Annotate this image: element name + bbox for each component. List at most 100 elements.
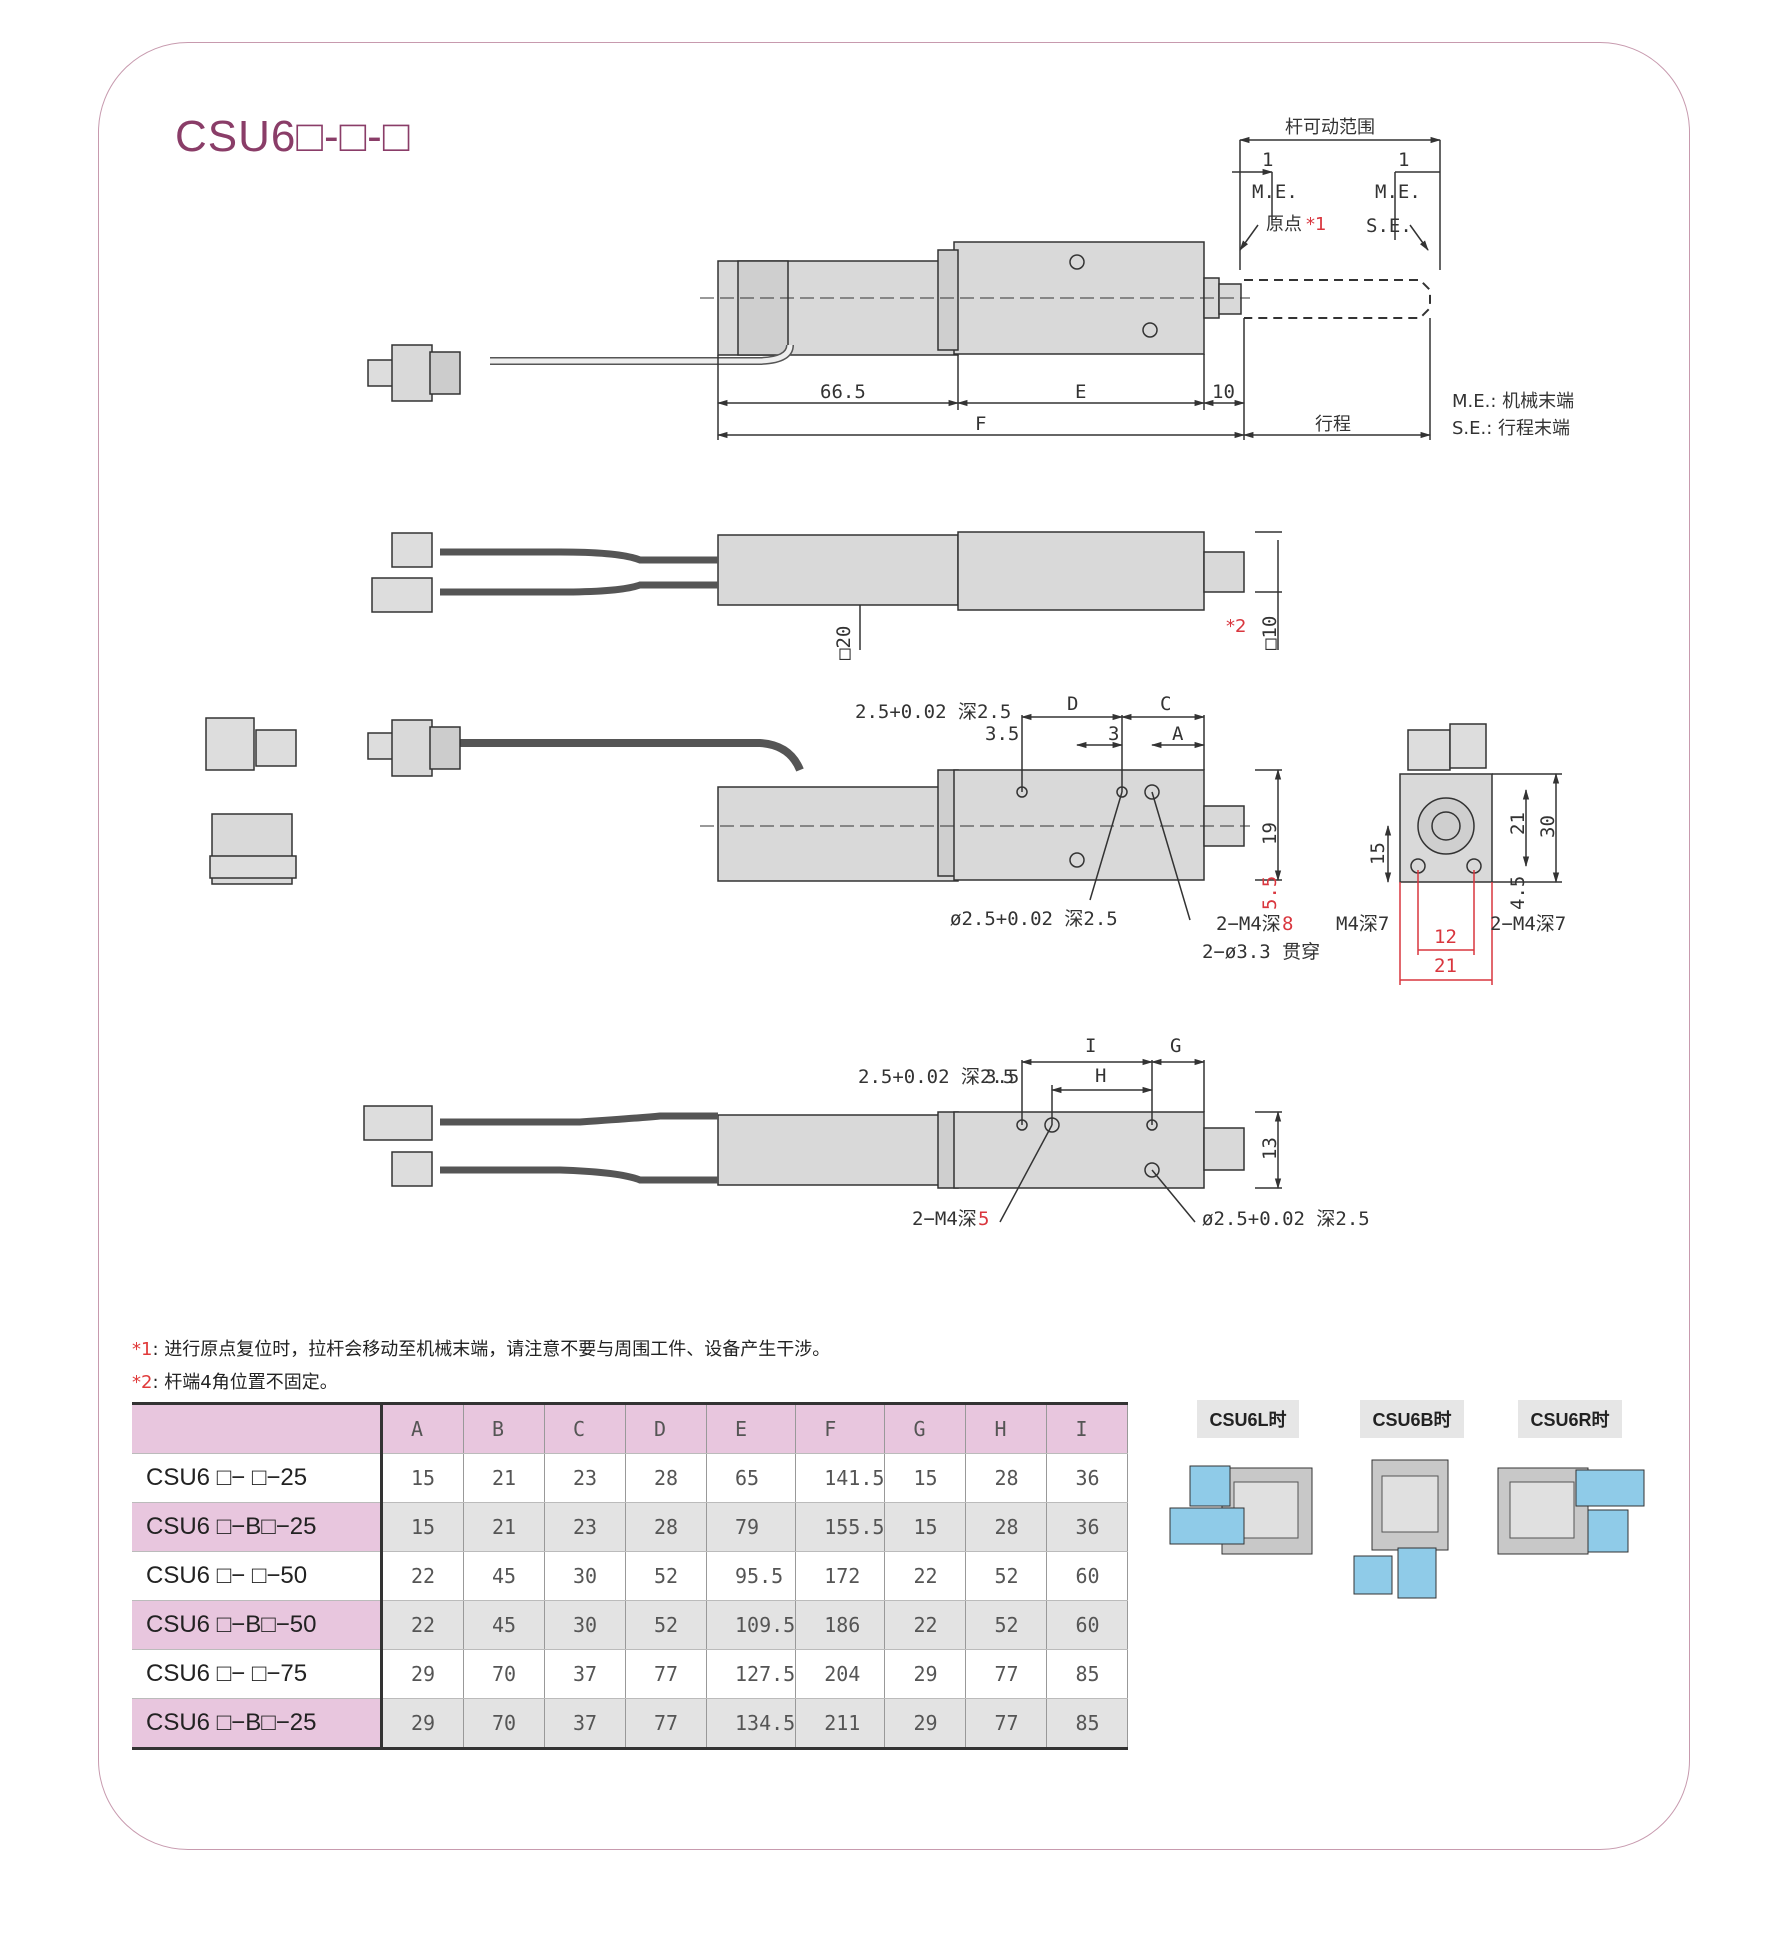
col-header-i: I <box>1046 1403 1129 1454</box>
col-header-a: A <box>381 1403 464 1454</box>
model-cell: CSU6 □− □−25 <box>132 1453 383 1503</box>
value-cell: 85 <box>1046 1698 1129 1749</box>
value-cell: 52 <box>965 1600 1048 1650</box>
value-cell: 45 <box>463 1551 545 1601</box>
end-dim-21: 21 <box>1507 812 1529 835</box>
end-m4-7-label: M4深7 <box>1336 913 1389 935</box>
value-cell: 77 <box>625 1649 707 1699</box>
model-cell: CSU6 □−B□−25 <box>132 1698 383 1749</box>
value-cell: 29 <box>884 1649 967 1699</box>
value-cell: 85 <box>1046 1649 1129 1699</box>
value-cell: 37 <box>544 1649 626 1699</box>
se-label: S.E. <box>1366 215 1412 237</box>
variant-b: CSU6B时 <box>1342 1400 1482 1606</box>
dim-66-5: 66.5 <box>820 381 866 403</box>
value-cell: 15 <box>884 1453 967 1503</box>
variant-r: CSU6R时 <box>1490 1400 1650 1566</box>
value-cell: 21 <box>463 1502 545 1552</box>
value-cell: 28 <box>625 1502 707 1552</box>
dim-d: D <box>1067 693 1078 715</box>
value-cell: 95.5 <box>706 1551 797 1601</box>
legend-me: M.E.: 机械末端 <box>1452 391 1575 412</box>
m4-5-prefix: 2−M4深 <box>912 1208 977 1230</box>
dim-sq20: □20 <box>833 626 855 660</box>
note-1: *1: 进行原点复位时，拉杆会移动至机械末端，请注意不要与周围工件、设备产生干涉… <box>132 1333 830 1366</box>
view-side-2 <box>205 713 1562 985</box>
value-cell: 109.5 <box>706 1600 797 1650</box>
value-cell: 70 <box>463 1649 545 1699</box>
legend: M.E.: 机械末端 S.E.: 行程末端 <box>1452 388 1574 442</box>
origin-mark: *1 <box>1306 214 1326 235</box>
col-header-d: D <box>625 1403 707 1454</box>
dim-one-right: 1 <box>1398 149 1409 171</box>
note-1-mark: *1 <box>132 1339 153 1360</box>
rod-range-label: 杆可动范围 <box>1285 117 1375 138</box>
value-cell: 52 <box>625 1551 707 1601</box>
value-cell: 52 <box>965 1551 1048 1601</box>
value-cell: 211 <box>795 1698 886 1749</box>
dim-13: 13 <box>1259 1137 1281 1160</box>
value-cell: 36 <box>1046 1502 1129 1552</box>
model-cell: CSU6 □− □−75 <box>132 1649 383 1699</box>
value-cell: 29 <box>381 1698 464 1749</box>
value-cell: 134.5 <box>706 1698 797 1749</box>
hole-bottom-label: 2.5+0.02 深2.5 <box>858 1066 1014 1088</box>
value-cell: 29 <box>884 1698 967 1749</box>
legend-se: S.E.: 行程末端 <box>1452 418 1571 439</box>
table-header-row: A B C D E F G H I <box>132 1403 1129 1454</box>
me-left-label: M.E. <box>1252 181 1298 203</box>
view-side-1 <box>371 531 1282 650</box>
view-top <box>367 136 1442 440</box>
value-cell: 36 <box>1046 1453 1129 1503</box>
dim-c: C <box>1160 693 1171 715</box>
col-header-g: G <box>884 1403 967 1454</box>
value-cell: 22 <box>884 1551 967 1601</box>
note-2: *2: 杆端4角位置不固定。 <box>132 1366 830 1399</box>
origin-label: 原点 <box>1266 214 1302 235</box>
value-cell: 60 <box>1046 1551 1129 1601</box>
value-cell: 204 <box>795 1649 886 1699</box>
footnotes: *1: 进行原点复位时，拉杆会移动至机械末端，请注意不要与周围工件、设备产生干涉… <box>132 1333 830 1399</box>
model-cell: CSU6 □−B□−50 <box>132 1600 383 1650</box>
phi-2-5-label: ø2.5+0.02 深2.5 <box>950 908 1118 930</box>
value-cell: 30 <box>544 1600 626 1650</box>
m4-5-number: 5 <box>978 1208 989 1230</box>
value-cell: 28 <box>625 1453 707 1503</box>
dim-sq10: □10 <box>1259 616 1281 650</box>
variant-l-image <box>1169 1465 1313 1555</box>
value-cell: 60 <box>1046 1600 1129 1650</box>
value-cell: 77 <box>965 1698 1048 1749</box>
value-cell: 186 <box>795 1600 886 1650</box>
dim-f: F <box>975 413 986 435</box>
page-frame <box>98 42 1690 1850</box>
dim-19: 19 <box>1259 822 1281 845</box>
dim-h: H <box>1095 1065 1106 1087</box>
value-cell: 79 <box>706 1502 797 1552</box>
end-dim-21-bottom: 21 <box>1434 955 1457 977</box>
col-header-c: C <box>544 1403 626 1454</box>
value-cell: 23 <box>544 1502 626 1552</box>
table-corner <box>132 1403 383 1454</box>
dim-a: A <box>1172 723 1184 745</box>
value-cell: 37 <box>544 1698 626 1749</box>
note-1-text: : 进行原点复位时，拉杆会移动至机械末端，请注意不要与周围工件、设备产生干涉。 <box>152 1339 831 1360</box>
value-cell: 22 <box>381 1600 464 1650</box>
view-side-3 <box>363 1058 1282 1223</box>
value-cell: 28 <box>965 1453 1048 1503</box>
dim-5-5: 5.5 <box>1259 876 1281 910</box>
m4-8-prefix: 2−M4深 <box>1216 913 1281 935</box>
hole-top-label: 2.5+0.02 深2.5 <box>855 701 1011 723</box>
value-cell: 22 <box>884 1600 967 1650</box>
note-2-mark: *2 <box>132 1372 153 1393</box>
dim-3-5-top: 3.5 <box>985 723 1019 745</box>
value-cell: 45 <box>463 1600 545 1650</box>
dim-e: E <box>1075 381 1086 403</box>
value-cell: 77 <box>625 1698 707 1749</box>
m4-8-number: 8 <box>1282 913 1293 935</box>
dim-one-left: 1 <box>1262 149 1273 171</box>
value-cell: 23 <box>544 1453 626 1503</box>
